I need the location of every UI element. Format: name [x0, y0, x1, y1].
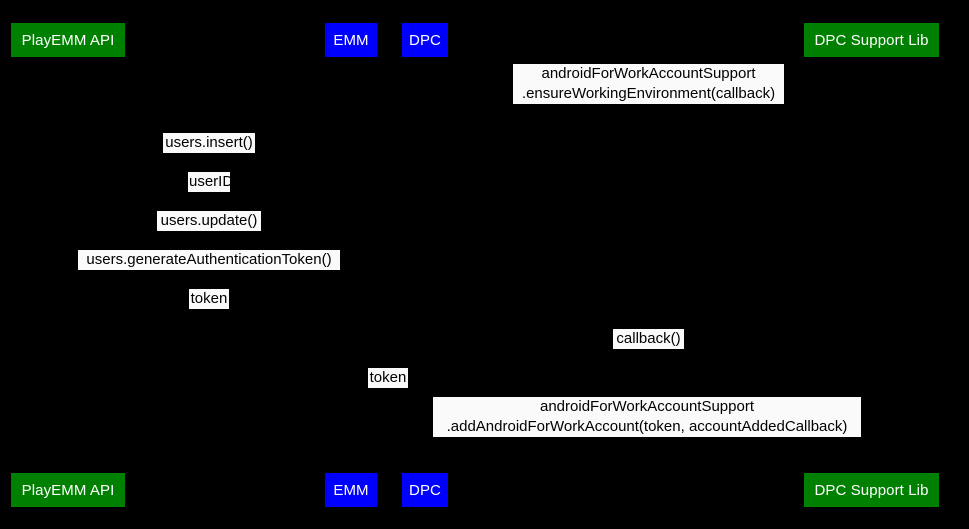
participant-label: EMM: [333, 31, 369, 49]
participant-bottom-emm[interactable]: EMM: [325, 473, 377, 507]
participant-bottom-dpc-support-lib[interactable]: DPC Support Lib: [804, 473, 939, 507]
participant-bottom-dpc[interactable]: DPC: [402, 473, 448, 507]
message-label: androidForWorkAccountSupport .ensureWork…: [513, 64, 784, 104]
participant-label: PlayEMM API: [21, 31, 115, 49]
message-label: token: [189, 289, 229, 309]
participant-label: EMM: [333, 481, 369, 499]
participant-top-emm[interactable]: EMM: [325, 23, 377, 57]
participant-bottom-playemm-api[interactable]: PlayEMM API: [11, 473, 125, 507]
participant-label: DPC: [409, 31, 441, 49]
message-label: userID: [188, 172, 234, 192]
participant-top-dpc[interactable]: DPC: [402, 23, 448, 57]
participant-label: DPC Support Lib: [814, 31, 929, 49]
message-label: androidForWorkAccountSupport .addAndroid…: [433, 397, 861, 437]
message-label: callback(): [613, 329, 684, 349]
message-label: token: [368, 368, 408, 388]
participant-top-playemm-api[interactable]: PlayEMM API: [11, 23, 125, 57]
participant-label: PlayEMM API: [21, 481, 115, 499]
message-label: users.generateAuthenticationToken(): [78, 250, 340, 270]
participant-top-dpc-support-lib[interactable]: DPC Support Lib: [804, 23, 939, 57]
participant-label: DPC: [409, 481, 441, 499]
message-label: users.insert(): [163, 133, 255, 153]
message-label: users.update(): [157, 211, 261, 231]
participant-label: DPC Support Lib: [814, 481, 929, 499]
